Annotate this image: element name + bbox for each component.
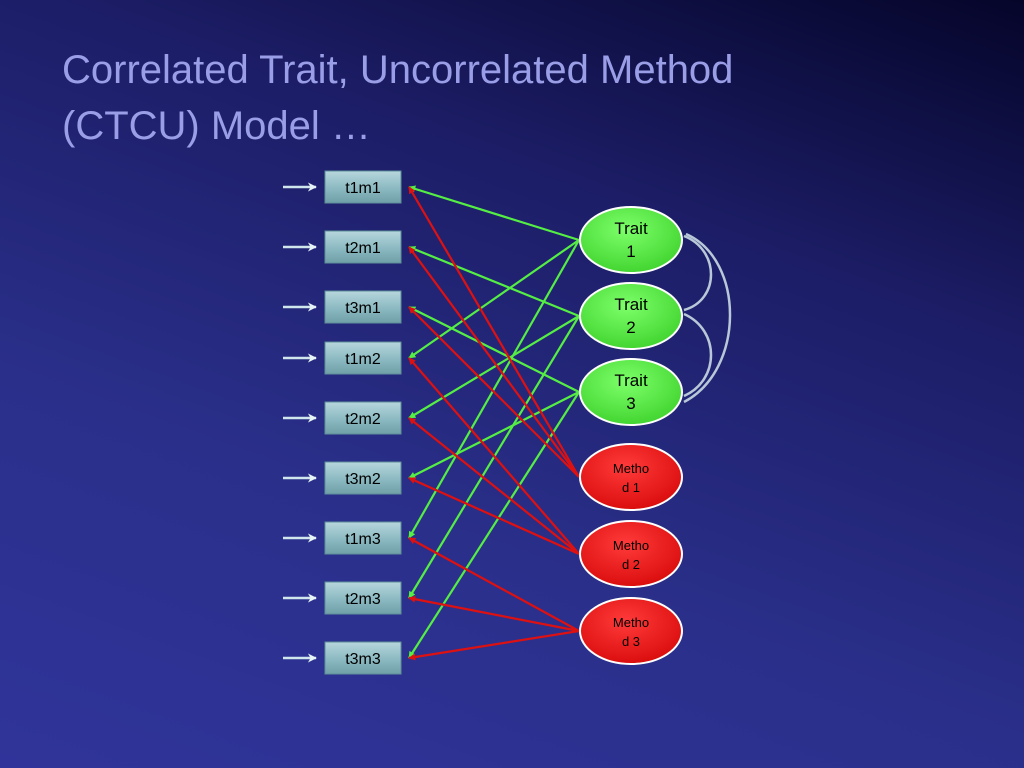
trait-1-node: Trait 1 — [579, 206, 683, 274]
trait-label-line1: Trait — [614, 219, 648, 238]
observed-label: t2m3 — [345, 591, 381, 608]
slide-title: Correlated Trait, Uncorrelated Method (C… — [62, 42, 962, 154]
trait-label-line1: Trait — [614, 295, 648, 314]
trait-ellipse — [579, 282, 683, 350]
observed-box-shape — [324, 401, 402, 435]
method-ellipse — [579, 443, 683, 511]
method-2-loading-t3m2 — [408, 476, 580, 556]
observed-box-shape — [324, 230, 402, 264]
observed-box-shape — [324, 170, 402, 204]
observed-label: t2m1 — [345, 240, 381, 257]
error-arrows — [283, 182, 317, 663]
observed-label: t3m1 — [345, 300, 381, 317]
trait-1-loading-t1m2 — [408, 239, 580, 359]
observed-label: t3m3 — [345, 651, 381, 668]
observed-box-t1m1: t1m1 — [324, 170, 402, 204]
trait-correlations — [683, 232, 732, 404]
slide-title-line-2: (CTCU) Model … — [62, 104, 371, 148]
observed-box-t3m1: t3m1 — [324, 290, 402, 324]
method-label-line1: Metho — [613, 461, 649, 476]
trait-2-loading-t2m1 — [408, 245, 580, 318]
observed-box-shape — [324, 641, 402, 675]
observed-box-t1m2: t1m2 — [324, 341, 402, 375]
trait-2-node: Trait 2 — [579, 282, 683, 350]
trait-label-line2: 2 — [626, 318, 635, 337]
trait-label-line2: 1 — [626, 242, 635, 261]
observed-box-t2m3: t2m3 — [324, 581, 402, 615]
method-3-node: Metho d 3 — [579, 597, 683, 665]
observed-box-t2m1: t2m1 — [324, 230, 402, 264]
method-label-line2: d 2 — [622, 557, 640, 572]
observed-box-shape — [324, 521, 402, 555]
observed-label: t1m3 — [345, 531, 381, 548]
method-ellipse — [579, 520, 683, 588]
trait-2-loading-t2m2 — [408, 315, 580, 419]
trait-1-loading-t1m3 — [408, 239, 580, 539]
method-label-line2: d 1 — [622, 480, 640, 495]
trait-3-loading-t3m2 — [408, 391, 580, 479]
method-3-loading-t3m3 — [408, 629, 580, 661]
corr-trait1-trait3 — [683, 232, 732, 404]
observed-box-t3m2: t3m2 — [324, 461, 402, 495]
method-factors: Metho d 1 Metho d 2 Metho d 3 — [579, 443, 683, 665]
method-2-loading-t1m2 — [408, 357, 580, 555]
trait-3-node: Trait 3 — [579, 358, 683, 426]
method-1-loading-t2m1 — [408, 246, 580, 478]
method-3-loading-t1m3 — [408, 537, 580, 632]
method-label-line1: Metho — [613, 538, 649, 553]
trait-label-line2: 3 — [626, 394, 635, 413]
trait-3-loading-t3m3 — [408, 391, 580, 659]
trait-label-line1: Trait — [614, 371, 648, 390]
observed-box-t3m3: t3m3 — [324, 641, 402, 675]
observed-box-shape — [324, 461, 402, 495]
trait-1-loading-t1m1 — [408, 185, 580, 242]
method-loadings — [408, 186, 580, 661]
trait-ellipse — [579, 206, 683, 274]
observed-label: t1m2 — [345, 351, 381, 368]
trait-ellipse — [579, 358, 683, 426]
method-label-line2: d 3 — [622, 634, 640, 649]
observed-box-t2m2: t2m2 — [324, 401, 402, 435]
observed-label: t3m2 — [345, 471, 381, 488]
method-3-loading-t2m3 — [408, 595, 580, 633]
method-1-loading-t3m1 — [408, 306, 580, 478]
corr-trait1-trait2 — [683, 234, 713, 312]
observed-box-shape — [324, 341, 402, 375]
observed-box-t1m3: t1m3 — [324, 521, 402, 555]
trait-loadings — [408, 185, 580, 659]
observed-box-shape — [324, 290, 402, 324]
slide-title-line-1: Correlated Trait, Uncorrelated Method — [62, 48, 734, 92]
method-label-line1: Metho — [613, 615, 649, 630]
method-2-node: Metho d 2 — [579, 520, 683, 588]
corr-trait2-trait3 — [683, 312, 713, 398]
trait-3-loading-t3m1 — [408, 306, 580, 393]
method-1-node: Metho d 1 — [579, 443, 683, 511]
method-ellipse — [579, 597, 683, 665]
observed-label: t2m2 — [345, 411, 381, 428]
observed-label: t1m1 — [345, 180, 381, 197]
observed-box-shape — [324, 581, 402, 615]
method-2-loading-t2m2 — [408, 417, 580, 555]
method-1-loading-t1m1 — [408, 186, 580, 478]
observed-variables: t1m1 t2m1 t3m1 t1m2 t2m2 t3m2 t1m3 t2m3 t3m3 — [324, 170, 402, 675]
